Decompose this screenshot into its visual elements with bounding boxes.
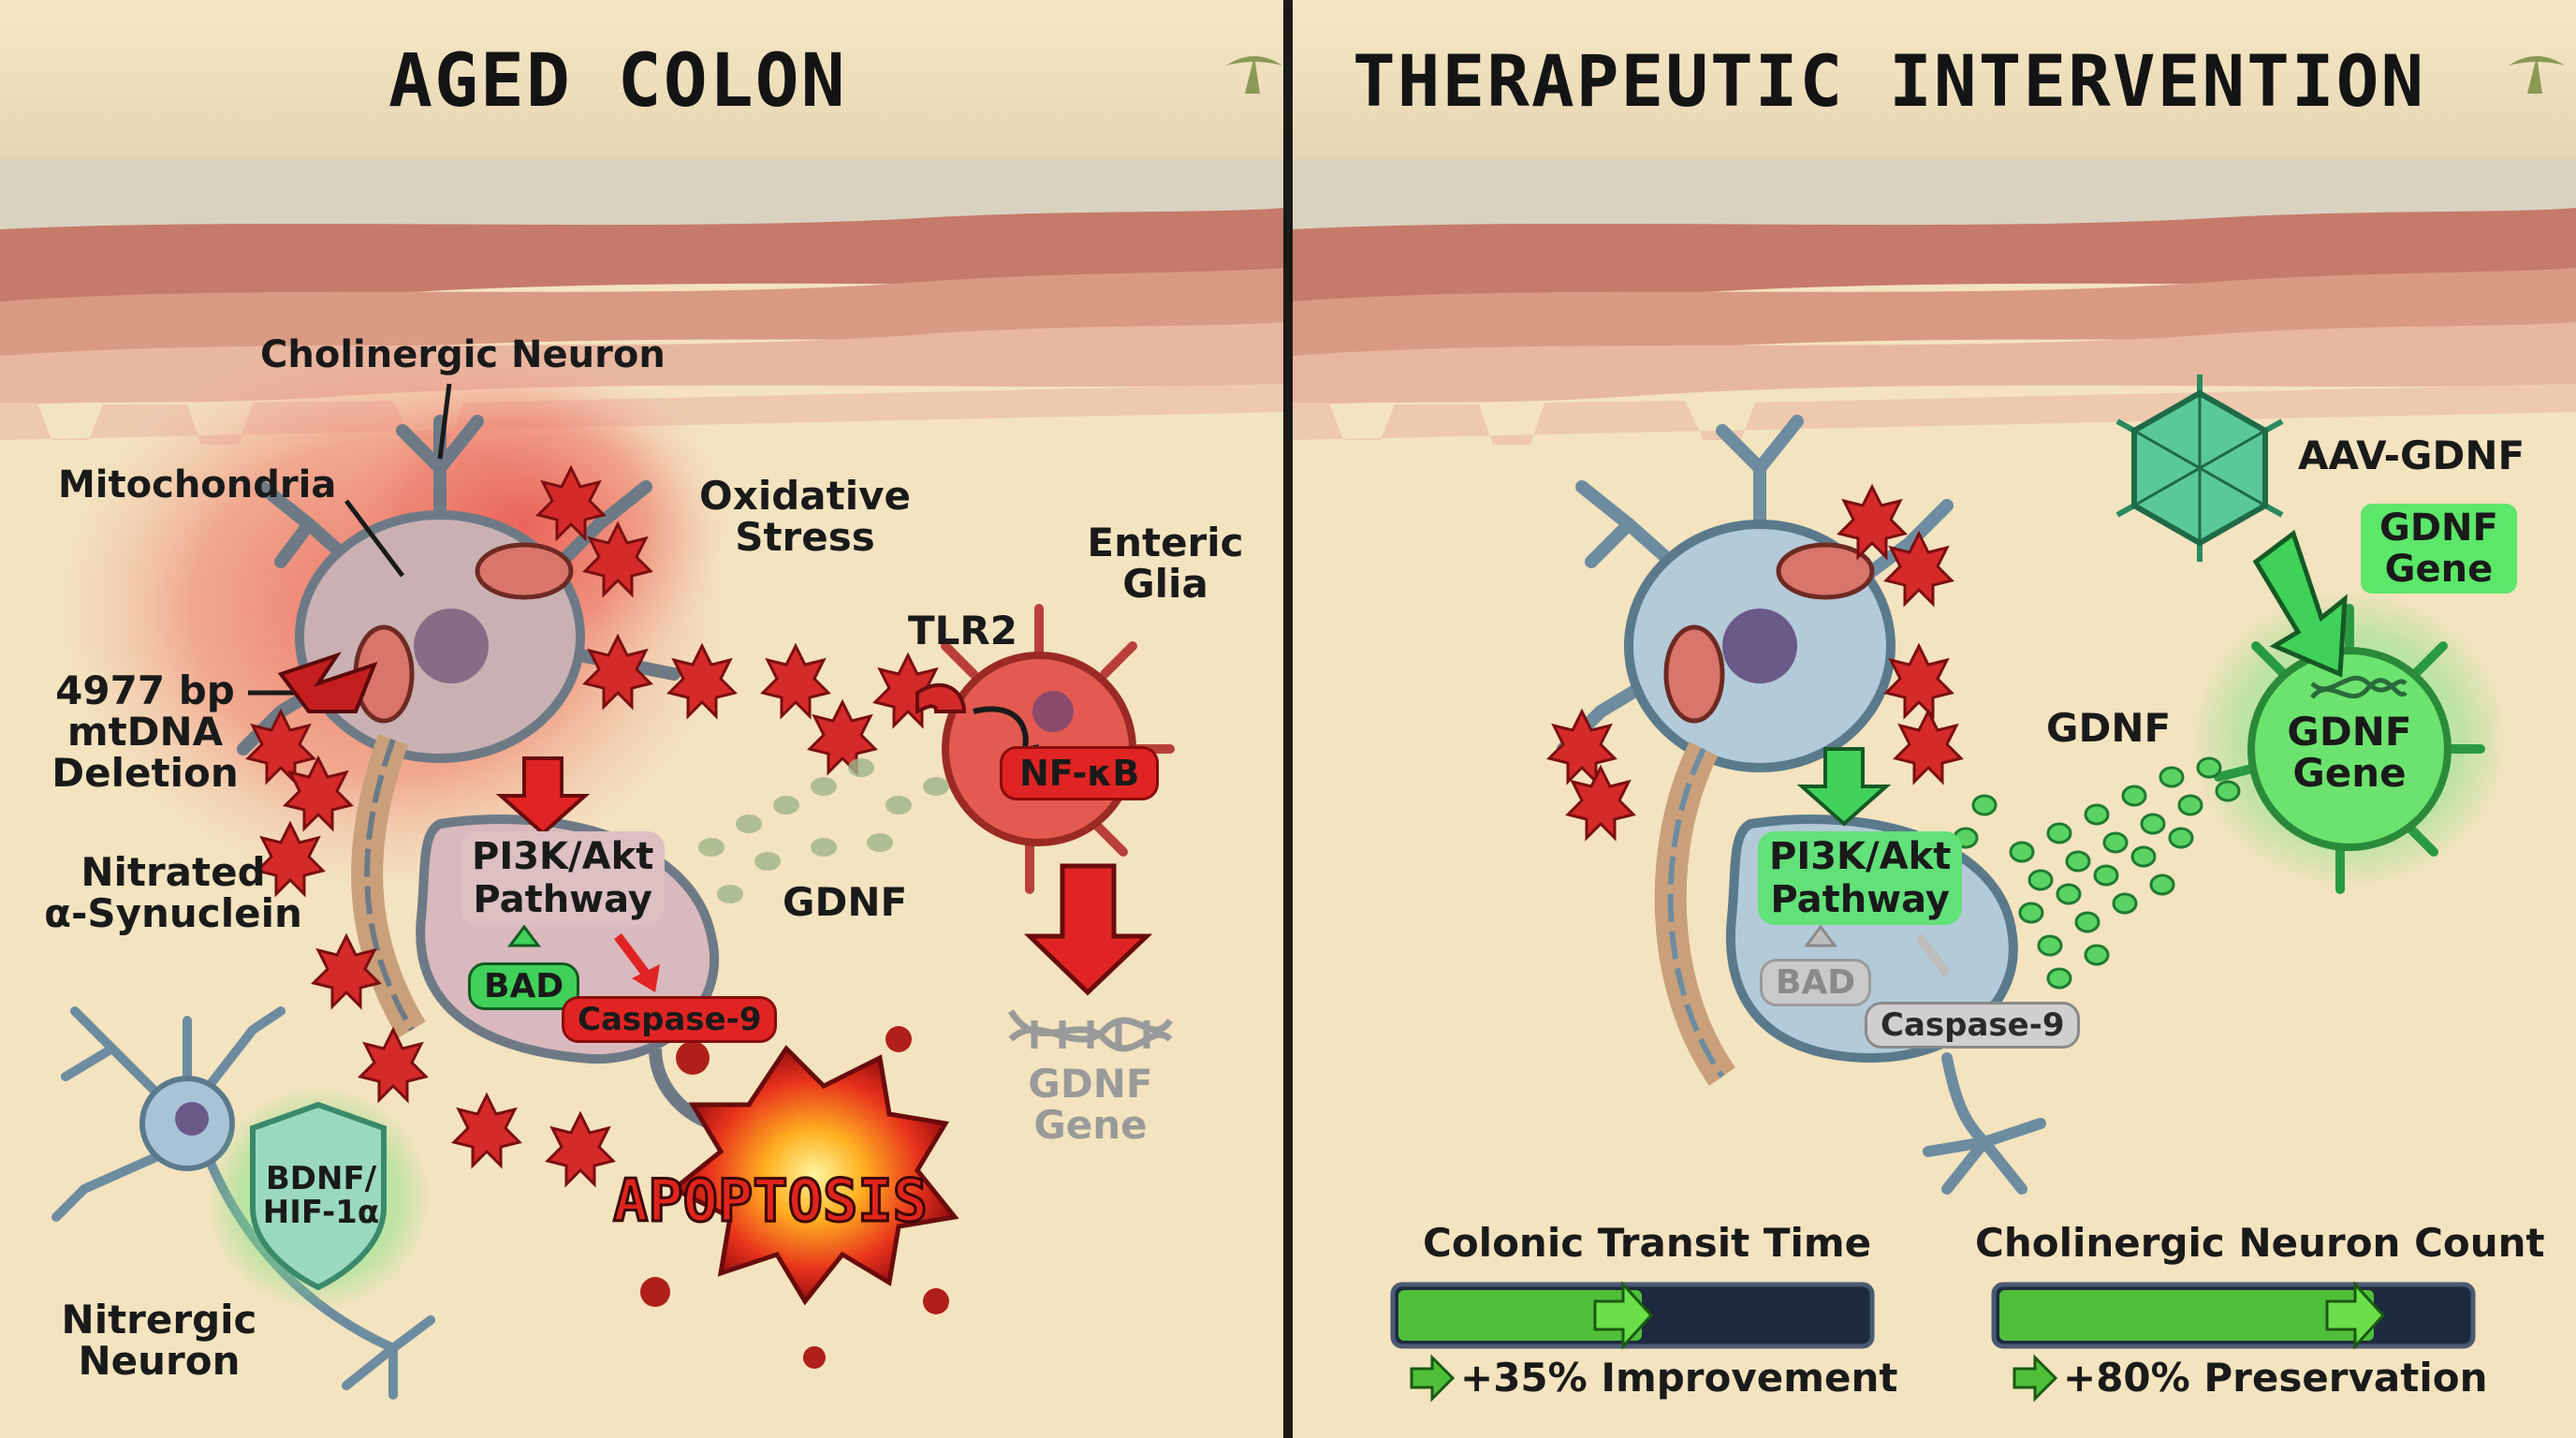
metric-label-neuron-count: Cholinergic Neuron Count: [1975, 1220, 2545, 1266]
bad-badge-inactive: BAD: [1760, 959, 1872, 1006]
label-oxidative-stress-line1: Oxidative: [699, 473, 911, 519]
label-deletion-line1: 4977 bp: [55, 668, 235, 713]
bad-arrow-grey-icon: [1804, 924, 1837, 947]
preservation-arrow-icon: [2012, 1354, 2058, 1402]
ros-particles-reduced: [1546, 483, 1964, 842]
neuron-bar-fill: [1999, 1290, 2374, 1341]
caspase-arrow-grey-icon: [1915, 933, 1951, 976]
tlr2-arrow-icon: [973, 706, 1029, 750]
gdnf-gene-badge-line1: GDNF: [2379, 506, 2498, 550]
bad-badge: BAD: [468, 962, 580, 1010]
improvement-arrow-icon: [1410, 1354, 1456, 1402]
label-tlr2: TLR2: [908, 608, 1017, 653]
aav-arrow-green: [2252, 529, 2348, 678]
tlr2-receptor-icon: [915, 682, 967, 715]
gdnf-gene-badge: GDNF Gene: [2361, 504, 2517, 594]
pathway-line2: Pathway: [473, 878, 652, 921]
label-aav-gdnf: AAV-GDNF: [2298, 433, 2525, 478]
right-panel-title: THERAPEUTIC INTERVENTION: [1353, 39, 2426, 123]
label-bdnf-line2: HIF-1α: [262, 1193, 380, 1231]
label-nitrated-synuclein: Nitrated α-Synuclein: [37, 849, 309, 937]
label-enteric-glia: Enteric Glia: [1076, 520, 1254, 608]
label-gdnf-green: GDNF: [2046, 705, 2172, 751]
neuron-bar-arrow-icon: [2325, 1281, 2386, 1350]
metric-label-transit: Colonic Transit Time: [1423, 1220, 1872, 1266]
label-mtdna-deletion: 4977 bp mtDNA Deletion: [37, 668, 253, 797]
label-enteric-glia-line1: Enteric: [1087, 520, 1244, 565]
gdnf-dots-faint: [698, 758, 949, 903]
shield-icon: [250, 1101, 387, 1291]
label-nitrergic-line1: Nitrergic: [61, 1297, 257, 1343]
bad-arrow-icon: [507, 924, 541, 947]
label-glia-gene-line1: GDNF: [2287, 709, 2412, 755]
panel-divider: [1283, 0, 1293, 1438]
label-cholinergic-neuron: Cholinergic Neuron: [260, 333, 666, 376]
label-oxidative-stress: Oxidative Stress: [693, 473, 917, 561]
pi3k-akt-pathway-aged: PI3K/Akt Pathway: [461, 831, 666, 925]
neuron-pointer: [437, 383, 452, 460]
nfkb-badge: NF-κB: [1000, 746, 1160, 800]
metric-result-transit: +35% Improvement: [1460, 1355, 1898, 1401]
gdnf-gene-dna-green: [2310, 675, 2408, 699]
metric-result-neuron-count: +80% Preservation: [2063, 1355, 2488, 1401]
left-panel-title: AGED COLON: [388, 39, 847, 124]
label-bdnf-line1: BDNF/: [265, 1160, 377, 1197]
down-arrow-green: [1796, 747, 1892, 827]
label-mitochondria: Mitochondria: [58, 463, 337, 506]
label-gdnf-gene-grey: GDNF Gene: [1011, 1061, 1170, 1149]
label-nitrergic-line2: Neuron: [78, 1338, 241, 1385]
enteric-glia-therapy: [2214, 604, 2485, 894]
progress-bars: [1390, 1281, 2476, 1402]
transit-bar-arrow-icon: [1593, 1281, 1654, 1350]
mtdna-deletion-icon: [277, 652, 378, 713]
label-glia-gene-line2: Gene: [2292, 750, 2407, 797]
ros-particles: [245, 464, 944, 1188]
label-glia-gdnf-gene: GDNF Gene: [2265, 709, 2434, 797]
gdnf-gene-dna-grey: [1008, 1009, 1173, 1052]
caspase-9-badge-inactive: Caspase-9: [1865, 1002, 2081, 1049]
caspase-9-badge: Caspase-9: [562, 996, 778, 1043]
pathway-line1: PI3K/Akt: [472, 835, 654, 878]
transit-bar-fill: [1398, 1290, 1642, 1341]
label-enteric-glia-line2: Glia: [1122, 561, 1208, 608]
big-down-arrow-red: [1023, 863, 1153, 996]
label-deletion-line3: Deletion: [51, 750, 239, 797]
label-oxidative-stress-line2: Stress: [735, 514, 875, 561]
therapy-pathway-line2: Pathway: [1770, 878, 1950, 921]
therapy-pathway-line1: PI3K/Akt: [1769, 835, 1952, 878]
label-bdnf-hif: BDNF/ HIF-1α: [251, 1160, 391, 1231]
gdnf-dots-green: [1953, 756, 2241, 990]
label-nitrated-line2: α-Synuclein: [44, 890, 302, 937]
label-nitrated-line1: Nitrated: [80, 849, 266, 895]
label-nitrergic-neuron: Nitrergic Neuron: [56, 1299, 262, 1382]
pi3k-akt-pathway-therapy: PI3K/Akt Pathway: [1758, 831, 1963, 925]
down-arrow-red: [495, 756, 591, 836]
label-apoptosis: APOPTOSIS: [612, 1167, 929, 1235]
label-deletion-line2: mtDNA: [66, 709, 224, 756]
label-gdnf-gene-grey-line1: GDNF: [1028, 1061, 1153, 1107]
aav-capsid-icon: [2115, 374, 2284, 562]
gdnf-gene-badge-line2: Gene: [2384, 548, 2494, 591]
mitochondria-pointer: [344, 499, 404, 578]
apoptosis-explosion: [640, 1026, 959, 1369]
label-gdnf-faint: GDNF: [783, 879, 908, 925]
caspase-arrow-icon: [614, 933, 650, 976]
label-gdnf-gene-grey-line2: Gene: [1033, 1102, 1148, 1149]
